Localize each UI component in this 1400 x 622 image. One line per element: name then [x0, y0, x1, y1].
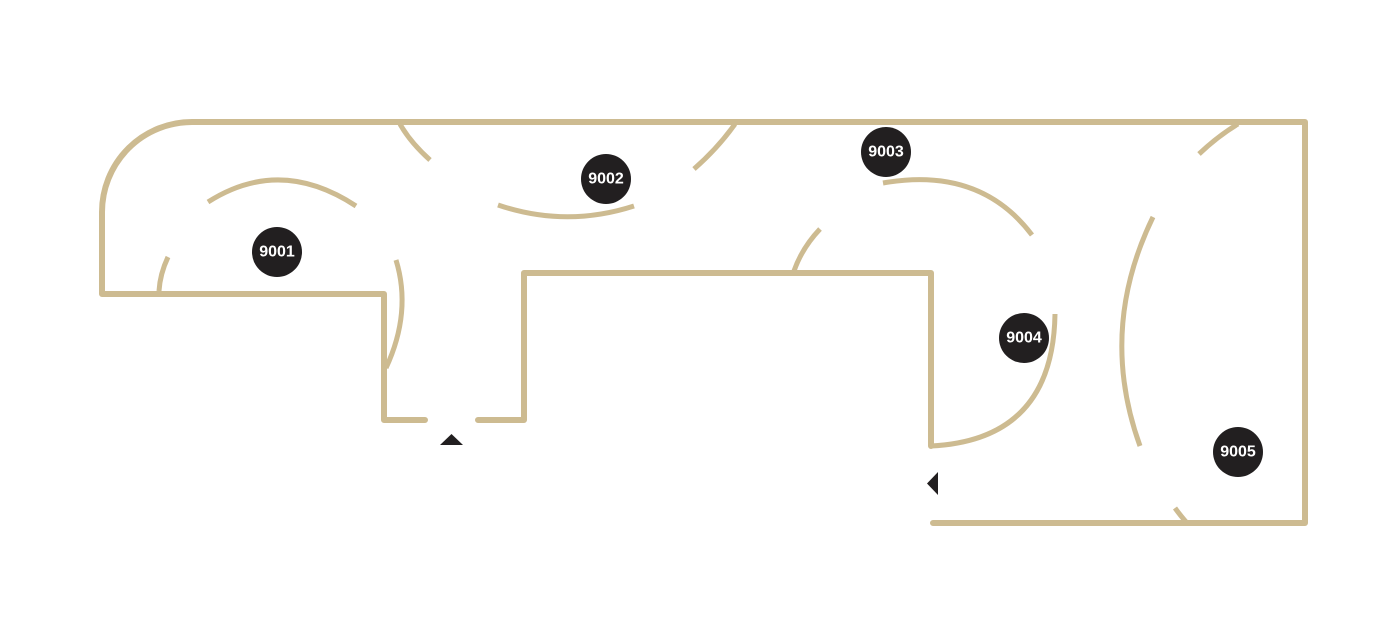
corridor-wall — [475, 270, 934, 449]
door-arc-9004 — [930, 313, 1058, 449]
door-arc-9002-bottom — [497, 202, 635, 220]
room-marker-circle — [252, 227, 302, 277]
room-label-9002: 9002 — [588, 171, 624, 188]
door-arc-9002-top-right — [692, 122, 738, 171]
room-marker-9005[interactable]: 9005 — [1213, 427, 1263, 477]
outer-wall-main — [99, 119, 1308, 526]
room-marker-circle — [581, 154, 631, 204]
room-markers: 9001 9002 9003 9004 9005 — [252, 127, 1263, 477]
door-arc-9001-right — [383, 259, 405, 370]
room-marker-circle — [999, 313, 1049, 363]
door-arcs — [156, 121, 1240, 525]
walls — [99, 119, 1308, 526]
room-marker-circle — [1213, 427, 1263, 477]
room-marker-9003[interactable]: 9003 — [861, 127, 911, 177]
door-arc-9003-left — [791, 227, 822, 272]
room-label-9004: 9004 — [1006, 330, 1042, 347]
room-label-9003: 9003 — [868, 144, 904, 161]
room-marker-circle — [861, 127, 911, 177]
door-arc-9001-top — [206, 177, 358, 209]
door-arc-9001-left — [156, 255, 171, 292]
entrance-arrow-up-icon[interactable] — [440, 434, 463, 445]
door-arc-9005-left — [1119, 215, 1156, 447]
door-arc-9005-bottom — [1172, 506, 1189, 525]
room-marker-9002[interactable]: 9002 — [581, 154, 631, 204]
room-label-9005: 9005 — [1220, 444, 1256, 461]
entrances — [440, 434, 938, 495]
door-arc-9002-top-left — [397, 122, 432, 162]
room-marker-9004[interactable]: 9004 — [999, 313, 1049, 363]
entrance-arrow-left-icon[interactable] — [927, 472, 938, 495]
door-arc-9003-right — [882, 177, 1034, 237]
room-label-9001: 9001 — [259, 244, 295, 261]
door-arc-9005-top — [1197, 121, 1240, 156]
room-marker-9001[interactable]: 9001 — [252, 227, 302, 277]
